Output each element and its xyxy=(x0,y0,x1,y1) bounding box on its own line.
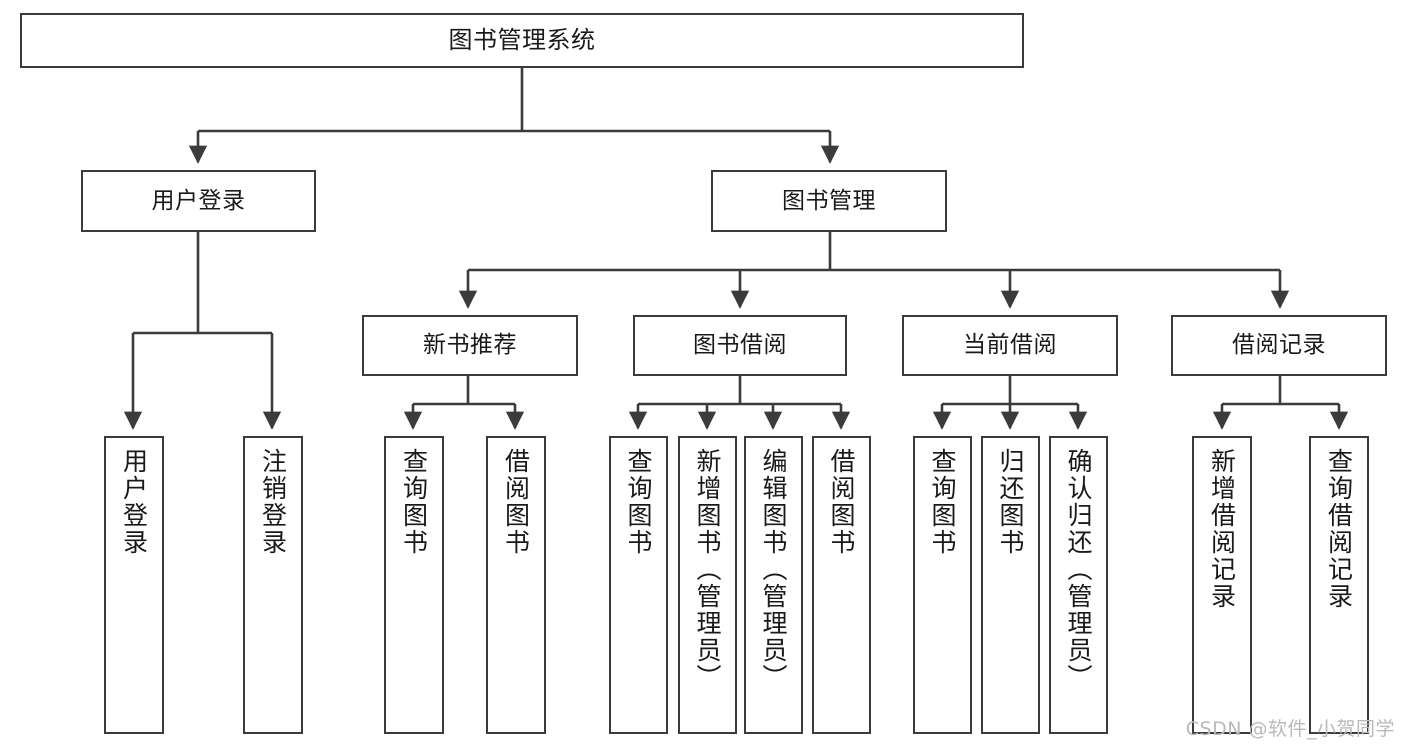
node-label: 查询借阅记录 xyxy=(1324,448,1354,610)
node-label: 借阅图书 xyxy=(827,448,856,556)
node-book-borrowing[interactable]: 图书借阅 xyxy=(633,315,847,376)
leaf-query-books[interactable]: 查询图书 xyxy=(609,436,668,734)
leaf-borrow-books-new[interactable]: 借阅图书 xyxy=(486,436,546,734)
leaf-confirm-return-admin[interactable]: 确认归还（管理员） xyxy=(1049,436,1108,734)
node-label: 当前借阅 xyxy=(963,332,1057,359)
node-borrow-records[interactable]: 借阅记录 xyxy=(1171,315,1387,376)
node-label: 查询图书 xyxy=(928,448,957,556)
leaf-add-book-admin[interactable]: 新增图书（管理员） xyxy=(678,436,737,734)
leaf-logout[interactable]: 注销登录 xyxy=(243,436,303,734)
node-label: 查询图书 xyxy=(624,448,653,556)
node-root-book-management-system[interactable]: 图书管理系统 xyxy=(20,13,1024,68)
node-label: 注销登录 xyxy=(258,448,288,556)
leaf-borrow-books[interactable]: 借阅图书 xyxy=(812,436,871,734)
node-label: 新增借阅记录 xyxy=(1207,448,1237,610)
node-label: 编辑图书（管理员） xyxy=(759,448,788,691)
node-label: 用户登录 xyxy=(151,187,246,214)
node-label: 图书借阅 xyxy=(693,332,787,359)
leaf-query-books-new[interactable]: 查询图书 xyxy=(384,436,444,734)
leaf-query-borrow-record[interactable]: 查询借阅记录 xyxy=(1309,436,1369,734)
node-label: 图书管理 xyxy=(782,187,876,214)
node-label: 用户登录 xyxy=(119,448,149,556)
node-label: 借阅图书 xyxy=(501,448,531,556)
node-current-borrowing[interactable]: 当前借阅 xyxy=(902,315,1118,376)
node-book-management[interactable]: 图书管理 xyxy=(711,170,947,232)
node-label: 新增图书（管理员） xyxy=(693,448,722,691)
node-new-book-recommendation[interactable]: 新书推荐 xyxy=(362,315,578,376)
node-label: 新书推荐 xyxy=(423,332,517,359)
leaf-add-borrow-record[interactable]: 新增借阅记录 xyxy=(1192,436,1252,734)
node-label: 归还图书 xyxy=(996,448,1025,556)
leaf-user-login[interactable]: 用户登录 xyxy=(104,436,164,734)
leaf-return-books[interactable]: 归还图书 xyxy=(981,436,1040,734)
node-label: 图书管理系统 xyxy=(448,25,596,54)
node-label: 确认归还（管理员） xyxy=(1064,448,1093,691)
node-user-login[interactable]: 用户登录 xyxy=(81,170,316,232)
node-label: 借阅记录 xyxy=(1232,332,1326,359)
leaf-query-books-current[interactable]: 查询图书 xyxy=(913,436,972,734)
node-label: 查询图书 xyxy=(399,448,429,556)
leaf-edit-book-admin[interactable]: 编辑图书（管理员） xyxy=(744,436,803,734)
